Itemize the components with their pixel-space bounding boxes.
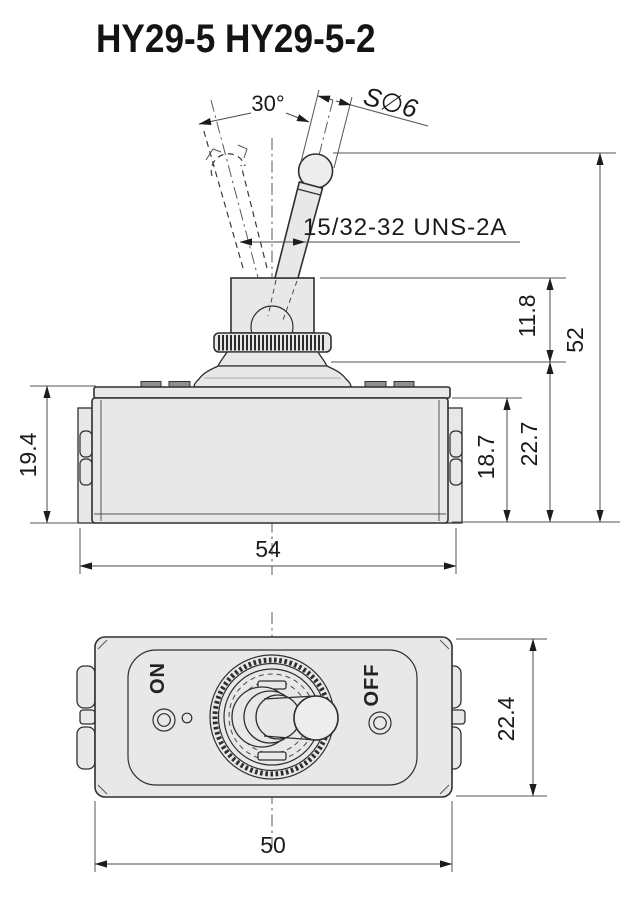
- hidden-lever-edge: [267, 279, 277, 317]
- dim-body-height: 18.7: [473, 397, 511, 523]
- pivot-tab: [257, 751, 287, 761]
- dim-height-above-body: 22.7: [516, 361, 554, 523]
- toggle-lever: [273, 181, 324, 279]
- terminal-off: [368, 711, 392, 735]
- toggle-lever-dashed: [202, 127, 268, 269]
- dim-label: 52: [562, 327, 588, 353]
- clip-left: [76, 665, 96, 770]
- on-label: ON: [147, 662, 169, 694]
- dim-label: 54: [255, 536, 281, 562]
- lever-top-view: [231, 686, 339, 748]
- callout-thread-spec: 15/32-32 UNS-2A: [239, 214, 520, 246]
- dim-label: 19.4: [15, 432, 41, 477]
- dim-thread-height: 11.8: [514, 277, 554, 363]
- dim-label: 22.4: [493, 696, 519, 741]
- dim-label: 18.7: [473, 435, 499, 480]
- dim-overall-height: 52: [562, 152, 604, 523]
- corner-chamfer: [97, 784, 108, 795]
- lever-ball-top: [293, 695, 339, 741]
- side-view: 15/32-32 UNS-2A 30° S∅6 11.: [15, 81, 620, 575]
- base-flange: [193, 365, 352, 388]
- lever-axis-dashed-position: [210, 99, 288, 388]
- mounting-plate: [93, 386, 451, 399]
- off-label: OFF: [361, 664, 383, 707]
- motion-chevron-left: [205, 148, 222, 161]
- dim-body-width: 50: [94, 832, 453, 868]
- terminal-on: [152, 708, 176, 732]
- corner-chamfer: [97, 639, 108, 650]
- lever-collar: [297, 188, 321, 196]
- drawing-title: HY29-5 HY29-5-2: [96, 16, 376, 61]
- motion-chevron-right: [237, 144, 248, 159]
- sphere-diameter-label: S∅6: [360, 81, 421, 124]
- indicator-dot: [181, 712, 193, 724]
- corner-chamfer: [439, 639, 450, 650]
- top-view: ON OFF 22.4 50: [76, 612, 547, 872]
- corner-chamfer: [439, 784, 450, 795]
- dim-label: 11.8: [514, 294, 540, 337]
- switch-body: [91, 397, 449, 524]
- throw-angle-label: 30°: [251, 91, 284, 116]
- lock-washer: [216, 351, 329, 367]
- dim-overall-width: 54: [79, 536, 457, 570]
- dim-body-depth: 22.4: [493, 638, 537, 797]
- knurl-ribs: [218, 335, 324, 351]
- inner-panel: [127, 649, 418, 786]
- dim-label: 50: [260, 832, 286, 858]
- thread-spec-label: 15/32-32 UNS-2A: [303, 214, 507, 241]
- callout-throw-angle: 30°: [198, 91, 310, 126]
- side-bracket-left: [77, 407, 95, 524]
- dim-label: 22.7: [516, 422, 542, 467]
- dim-body-side-height: 19.4: [15, 385, 51, 524]
- hidden-lever-edge: [282, 280, 298, 321]
